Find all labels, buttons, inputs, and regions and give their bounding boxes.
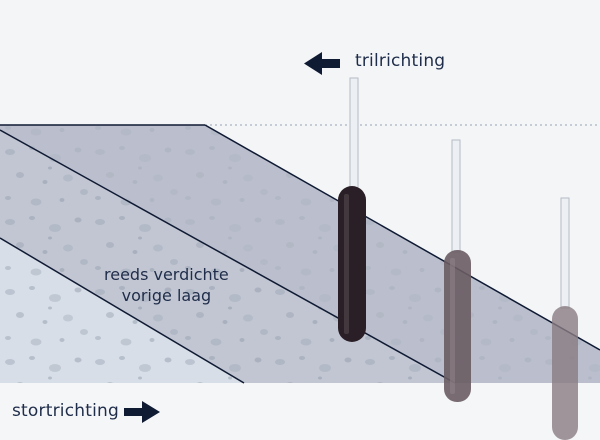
vibrator-needle-1 [338, 77, 366, 342]
layer-boundaries [0, 124, 600, 384]
previous-layer-label: reeds verdichte vorige laag [104, 264, 229, 306]
previous-layer-label-line2: vorige laag [121, 286, 212, 305]
vibrator-needle-2 [444, 139, 471, 402]
bottom-strip [0, 383, 600, 440]
vibrator-needle-3 [552, 197, 578, 440]
previous-layer-label-line1: reeds verdichte [104, 265, 229, 284]
vibration-direction-label: trilrichting [355, 51, 446, 71]
arrow-left-icon [304, 52, 340, 75]
arrow-right-icon [124, 401, 160, 423]
pouring-direction-label: stortrichting [12, 401, 119, 421]
